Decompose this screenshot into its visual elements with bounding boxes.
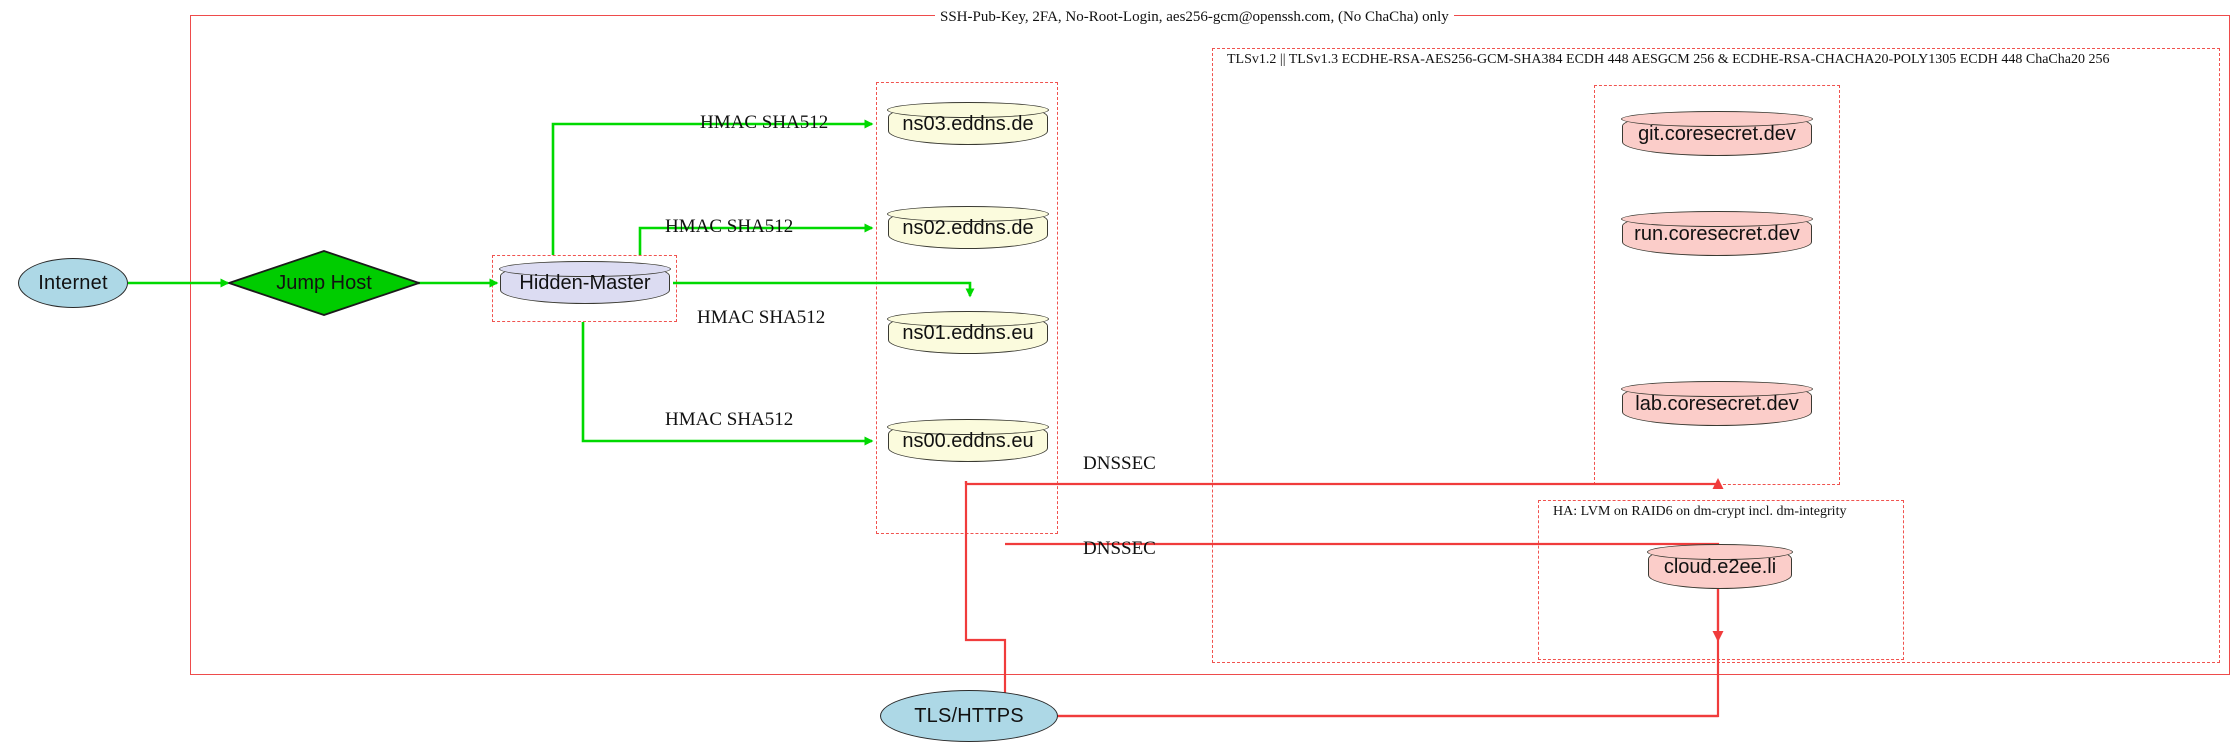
node-internet[interactable]: Internet [18, 258, 128, 308]
node-ns03-label: ns03.eddns.de [902, 112, 1034, 135]
node-git-coresecret[interactable]: git.coresecret.dev [1621, 111, 1813, 156]
edge-label-hmac-ns01: HMAC SHA512 [697, 307, 826, 328]
node-hidden-master-label: Hidden-Master [519, 271, 651, 294]
node-jump-host-label: Jump Host [276, 271, 372, 294]
cylinder-top [887, 419, 1049, 436]
node-lab-coresecret-label: lab.coresecret.dev [1635, 392, 1799, 415]
node-tls-https[interactable]: TLS/HTTPS [880, 690, 1058, 742]
edge-label-dnssec-upper: DNSSEC [1083, 453, 1156, 474]
node-internet-label: Internet [38, 271, 108, 294]
cylinder-top [1621, 211, 1813, 228]
node-ns01-label: ns01.eddns.eu [902, 321, 1034, 344]
edge-label-hmac-ns02: HMAC SHA512 [665, 216, 794, 237]
node-jump-host[interactable]: Jump Host [228, 250, 420, 316]
node-run-coresecret[interactable]: run.coresecret.dev [1621, 211, 1813, 256]
edge-label-dnssec-lower: DNSSEC [1083, 538, 1156, 559]
node-ns02[interactable]: ns02.eddns.de [887, 206, 1049, 249]
node-cloud-e2ee[interactable]: cloud.e2ee.li [1647, 544, 1793, 589]
cylinder-top [887, 311, 1049, 328]
cylinder-top [499, 261, 671, 278]
diamond-shape [228, 250, 420, 316]
cluster-tls-policy-label: TLSv1.2 || TLSv1.3 ECDHE-RSA-AES256-GCM-… [1222, 52, 2115, 68]
edge-label-hmac-ns03: HMAC SHA512 [700, 112, 829, 133]
node-lab-coresecret[interactable]: lab.coresecret.dev [1621, 381, 1813, 426]
node-ns01[interactable]: ns01.eddns.eu [887, 311, 1049, 354]
node-run-coresecret-label: run.coresecret.dev [1634, 222, 1800, 245]
node-ns03[interactable]: ns03.eddns.de [887, 102, 1049, 145]
cylinder-top [1647, 544, 1793, 561]
node-ns00[interactable]: ns00.eddns.eu [887, 419, 1049, 462]
node-tls-https-label: TLS/HTTPS [914, 704, 1024, 727]
node-hidden-master[interactable]: Hidden-Master [499, 261, 671, 304]
node-git-coresecret-label: git.coresecret.dev [1638, 122, 1796, 145]
cluster-ssh-policy-label: SSH-Pub-Key, 2FA, No-Root-Login, aes256-… [935, 9, 1454, 26]
cylinder-top [887, 102, 1049, 119]
node-cloud-e2ee-label: cloud.e2ee.li [1663, 555, 1777, 578]
cluster-ha-storage-label: HA: LVM on RAID6 on dm-crypt incl. dm-in… [1548, 504, 1852, 520]
node-ns00-label: ns00.eddns.eu [902, 429, 1034, 452]
edge-label-hmac-ns00: HMAC SHA512 [665, 409, 794, 430]
cluster-dns-zone [876, 82, 1058, 534]
cylinder-top [1621, 381, 1813, 398]
cylinder-top [887, 206, 1049, 223]
cylinder-top [1621, 111, 1813, 128]
node-ns02-label: ns02.eddns.de [902, 216, 1034, 239]
